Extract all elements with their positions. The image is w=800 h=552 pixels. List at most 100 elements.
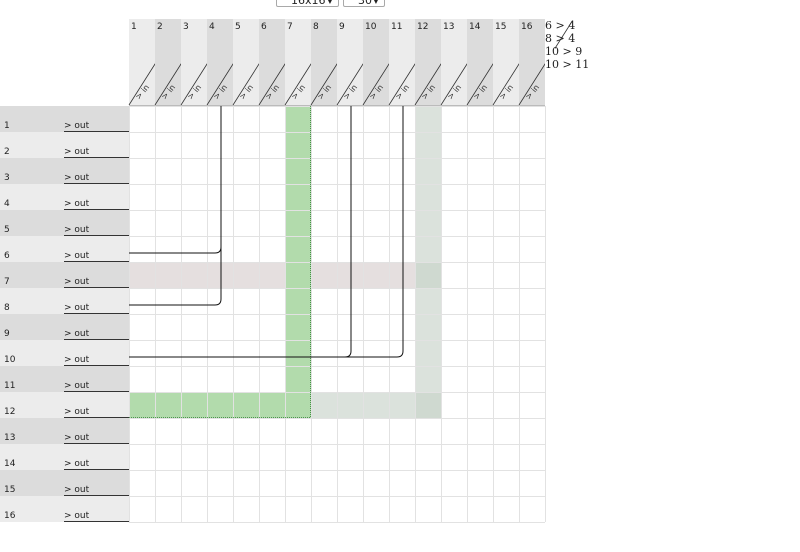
header-mask [545, 17, 555, 106]
column-header-bg [415, 19, 441, 106]
grid-size-select[interactable]: 16x16 ▼ [276, 0, 339, 7]
cell-size-select[interactable]: 30 ▼ [343, 0, 385, 7]
column-header[interactable]: 7> in [284, 19, 339, 106]
column-number: 7 [287, 22, 293, 32]
connection-wire[interactable] [129, 106, 352, 358]
column-header-bg [389, 19, 415, 106]
column-number: 10 [365, 22, 377, 32]
column-header[interactable]: 5> in [232, 19, 287, 106]
row-output-label: > out [64, 355, 90, 365]
row-output-label: > out [64, 121, 90, 131]
row-output-label: > out [64, 381, 90, 391]
column-number: 2 [157, 22, 163, 32]
column-header-bg [337, 19, 363, 106]
column-number: 15 [495, 22, 506, 32]
column-header-bg [155, 19, 181, 106]
column-header-bg [285, 19, 311, 106]
row-header[interactable]: 10 > out [0, 340, 129, 366]
active-row-band [129, 392, 311, 418]
column-header-bg [311, 19, 337, 106]
column-number: 9 [339, 22, 345, 32]
row-output-label: > out [64, 433, 90, 443]
row-number: 12 [4, 407, 15, 417]
column-header[interactable]: 13> in [440, 19, 495, 106]
connection-item: 6 > 4 [545, 19, 576, 32]
row-header-bg [0, 418, 129, 444]
column-number: 5 [235, 22, 241, 32]
column-header[interactable]: 12> in [414, 19, 469, 106]
column-header-bg [519, 19, 545, 106]
column-number: 16 [521, 22, 533, 32]
column-number: 1 [131, 22, 137, 32]
row-header-bg [0, 340, 129, 366]
row-output-label: > out [64, 485, 90, 495]
column-header-bg [493, 19, 519, 106]
cell-size-value: 30 [358, 0, 372, 7]
row-number: 13 [4, 433, 15, 443]
row-header-bg [0, 158, 129, 184]
row-output-label: > out [64, 303, 90, 313]
column-header[interactable]: 16> in [518, 19, 573, 106]
row-output-label: > out [64, 147, 90, 157]
row-header[interactable]: 2> out [0, 132, 129, 158]
row-header-bg [0, 210, 129, 236]
row-header[interactable]: 5> out [0, 210, 129, 236]
row-header[interactable]: 7 > out [0, 262, 129, 288]
row-number: 10 [4, 355, 16, 365]
row-header[interactable]: 3> out [0, 158, 129, 184]
row-header-bg [0, 444, 129, 470]
row-output-label: > out [64, 251, 90, 261]
row-number: 3 [4, 173, 10, 183]
column-header-bg [207, 19, 233, 106]
muted-corner-cell [415, 392, 441, 418]
row-number: 14 [4, 459, 16, 469]
grid-size-value: 16x16 [291, 0, 326, 7]
connection-wire[interactable] [129, 106, 222, 306]
column-header-bg [441, 19, 467, 106]
column-header[interactable]: 1> in [128, 19, 183, 106]
connection-item: 10 > 9 [545, 45, 583, 58]
row-number: 6 [4, 251, 10, 261]
row-header-bg [0, 314, 129, 340]
row-output-label: > out [64, 459, 90, 469]
row-output-label: > out [64, 225, 90, 235]
column-number: 4 [209, 22, 215, 32]
row-header[interactable]: 6 > out [0, 236, 129, 262]
row-header[interactable]: 15> out [0, 470, 129, 496]
column-number: 3 [183, 22, 189, 32]
column-number: 13 [443, 22, 454, 32]
row-header[interactable]: 8> out [0, 288, 129, 314]
row-output-label: > out [64, 277, 90, 287]
row-header-bg [0, 496, 129, 522]
row-number: 9 [4, 329, 10, 339]
row-header-bg [0, 392, 129, 418]
row-header[interactable]: 12 > out [0, 392, 129, 418]
column-number: 11 [391, 22, 402, 32]
column-header[interactable]: 8> in [310, 19, 365, 106]
row-header[interactable]: 9> out [0, 314, 129, 340]
row-header-bg [0, 470, 129, 496]
connection-wire[interactable] [129, 106, 404, 358]
row-header[interactable]: 16> out [0, 496, 129, 522]
row-header[interactable]: 11> out [0, 366, 129, 392]
row-number: 7 [4, 277, 10, 287]
column-number: 8 [313, 22, 319, 32]
connection-item: 8 > 4 [545, 32, 576, 45]
row-header-bg [0, 288, 129, 314]
row-header[interactable]: 1 > out [0, 106, 129, 132]
row-header[interactable]: 4 > out [0, 184, 129, 210]
row-header[interactable]: 14 > out [0, 444, 129, 470]
row-output-label: > out [64, 199, 90, 209]
connection-list: 6 > 4 8 > 4 10 > 9 10 > 11 [545, 19, 589, 71]
column-header-bg [467, 19, 493, 106]
column-header[interactable]: 14> in [466, 19, 521, 106]
row-output-label: > out [64, 511, 90, 521]
row-number: 1 [4, 121, 10, 131]
muted-cross-cell [415, 262, 441, 288]
column-header-bg [233, 19, 259, 106]
row-header[interactable]: 13 > out [0, 418, 129, 444]
row-output-label: > out [64, 407, 90, 417]
column-header[interactable]: 10> in [362, 19, 417, 106]
row-number: 4 [4, 199, 10, 209]
